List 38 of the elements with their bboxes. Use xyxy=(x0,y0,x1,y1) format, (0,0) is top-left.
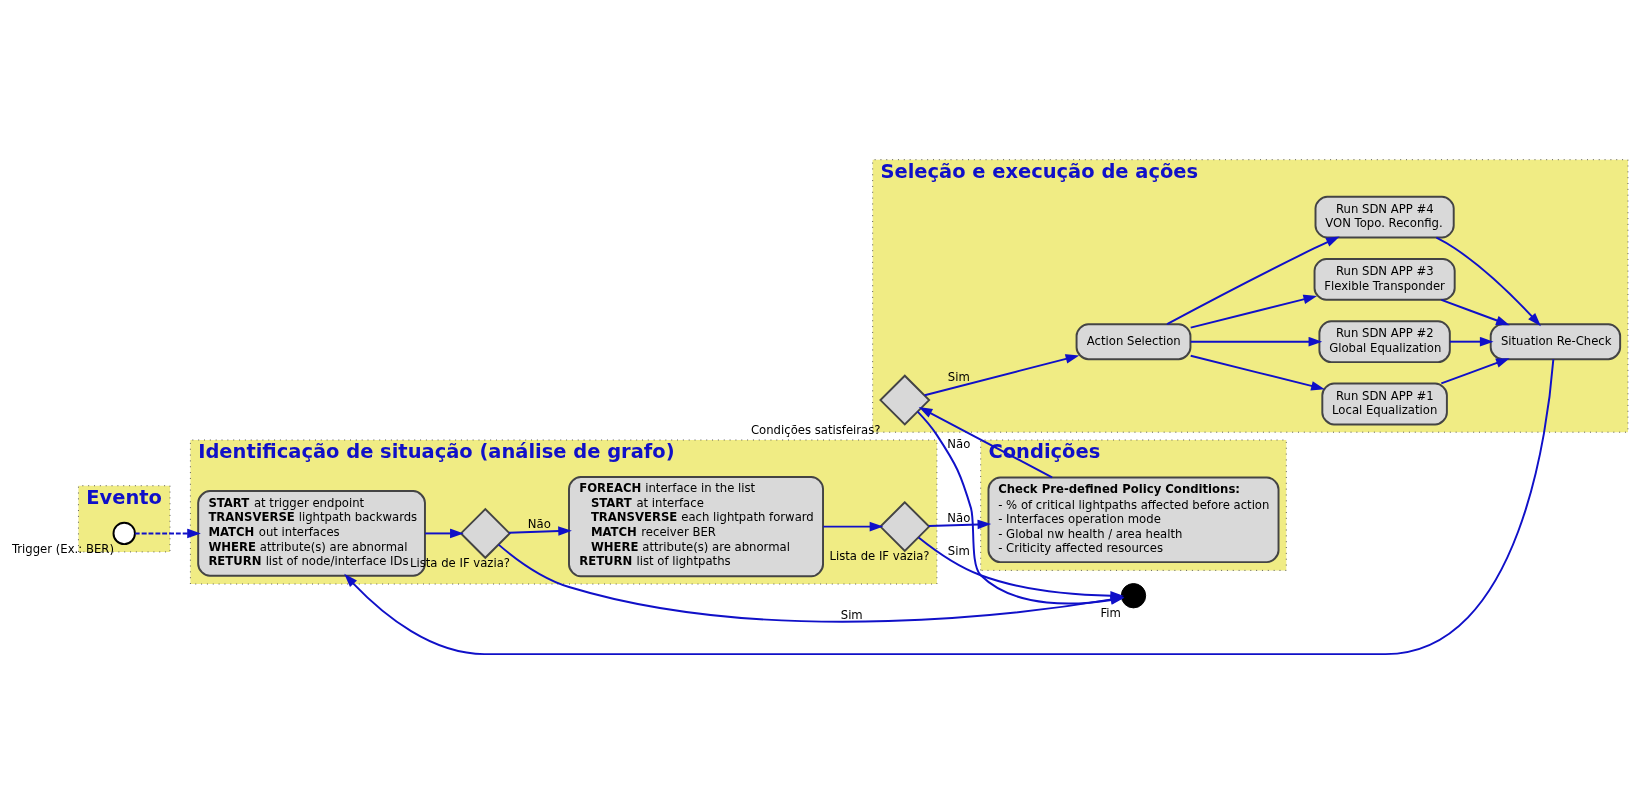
arrow xyxy=(508,525,572,536)
node-box: Run SDN APP #1 Local Equalization xyxy=(1321,382,1448,425)
edge-label: Sim xyxy=(840,607,863,622)
arrow xyxy=(1189,336,1323,346)
arrow xyxy=(1440,357,1510,384)
node-label: Fim xyxy=(1100,605,1121,620)
node-diamond xyxy=(879,373,931,426)
arrow xyxy=(927,519,992,529)
node-box: Check Pre-defined Policy Conditions: - % of critical lightpaths affected before action - Interfaces operation mode - Global nw health / area health - Criticity affected resources xyxy=(987,476,1280,563)
arrow xyxy=(1435,236,1541,326)
arrow xyxy=(344,357,1555,655)
edge-label: Não xyxy=(947,510,971,525)
node-label: Condições satisfeiras? xyxy=(750,422,881,437)
edge-label: Sim xyxy=(947,543,970,558)
edge-label: Sim xyxy=(947,369,970,384)
arrow xyxy=(822,521,884,531)
arrow xyxy=(923,353,1080,396)
node-circle xyxy=(1120,582,1147,608)
node-label: Lista de IF vazia? xyxy=(829,548,930,563)
arrow xyxy=(1448,336,1494,346)
node-box: Action Selection xyxy=(1075,322,1192,360)
node-circle xyxy=(112,521,136,545)
arrow xyxy=(1440,298,1510,325)
arrow xyxy=(424,528,464,538)
arrow xyxy=(134,528,201,538)
edge-label: Não xyxy=(527,516,551,531)
edge-label: Não xyxy=(947,436,971,451)
node-box: Run SDN APP #3 Flexible Transponder xyxy=(1313,257,1456,301)
arrow xyxy=(1189,294,1318,329)
node-box: FOREACH interface in the list START at interface TRANSVERSE each lightpath forward MATCH receiver BER WHERE attribute(s) are abnormal RETURN list of lightpaths xyxy=(568,475,824,577)
node-box: Run SDN APP #2 Global Equalization xyxy=(1318,319,1451,363)
node-box: Run SDN APP #4 VON Topo. Reconfig. xyxy=(1314,195,1455,238)
node-label: Trigger (Ex.: BER) xyxy=(11,541,114,556)
node-diamond xyxy=(459,507,511,559)
node-diamond xyxy=(879,500,931,552)
arrow xyxy=(1189,354,1325,391)
node-box: Situation Re-Check xyxy=(1489,322,1622,360)
arrow xyxy=(1166,235,1340,325)
